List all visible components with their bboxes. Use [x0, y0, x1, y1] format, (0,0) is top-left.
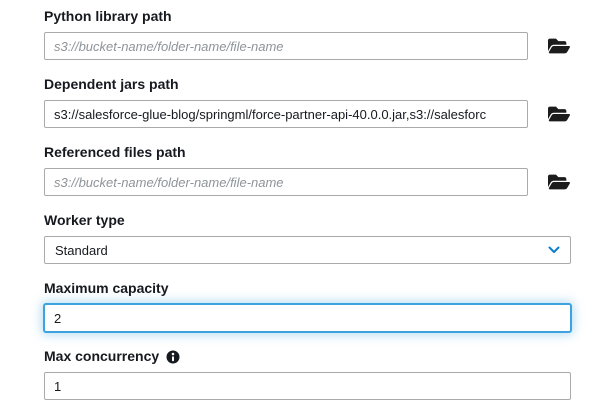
max-concurrency-input[interactable] [44, 372, 571, 400]
field-label-text: Referenced files path [44, 144, 186, 160]
worker-type-label: Worker type [44, 212, 600, 229]
max-concurrency-label: Max concurrency [44, 348, 600, 365]
field-worker-type: Worker type Standard [44, 212, 600, 264]
python-library-path-label: Python library path [44, 8, 600, 25]
referenced-files-path-input[interactable] [44, 168, 528, 196]
chevron-down-icon [548, 246, 560, 253]
field-max-concurrency: Max concurrency [44, 348, 600, 400]
field-dependent-jars-path: Dependent jars path [44, 76, 600, 128]
field-python-library-path: Python library path [44, 8, 600, 60]
field-label-text: Python library path [44, 8, 172, 24]
field-label-text: Maximum capacity [44, 280, 169, 296]
browse-referenced-files-button[interactable] [547, 172, 571, 192]
worker-type-select[interactable]: Standard [44, 236, 571, 264]
referenced-files-path-label: Referenced files path [44, 144, 600, 161]
field-referenced-files-path: Referenced files path [44, 144, 600, 196]
folder-open-icon [548, 174, 570, 190]
field-maximum-capacity: Maximum capacity [44, 280, 600, 332]
browse-dependent-jars-button[interactable] [547, 104, 571, 124]
dependent-jars-path-input[interactable] [44, 100, 528, 128]
folder-open-icon [548, 106, 570, 122]
info-icon[interactable] [166, 350, 180, 364]
maximum-capacity-input[interactable] [44, 304, 571, 332]
browse-python-library-button[interactable] [547, 36, 571, 56]
folder-open-icon [548, 38, 570, 54]
field-label-text: Worker type [44, 212, 125, 228]
field-label-text: Dependent jars path [44, 76, 179, 92]
python-library-path-input[interactable] [44, 32, 528, 60]
worker-type-selected-value: Standard [55, 242, 108, 258]
dependent-jars-path-label: Dependent jars path [44, 76, 600, 93]
field-label-text: Max concurrency [44, 348, 160, 364]
maximum-capacity-label: Maximum capacity [44, 280, 600, 297]
